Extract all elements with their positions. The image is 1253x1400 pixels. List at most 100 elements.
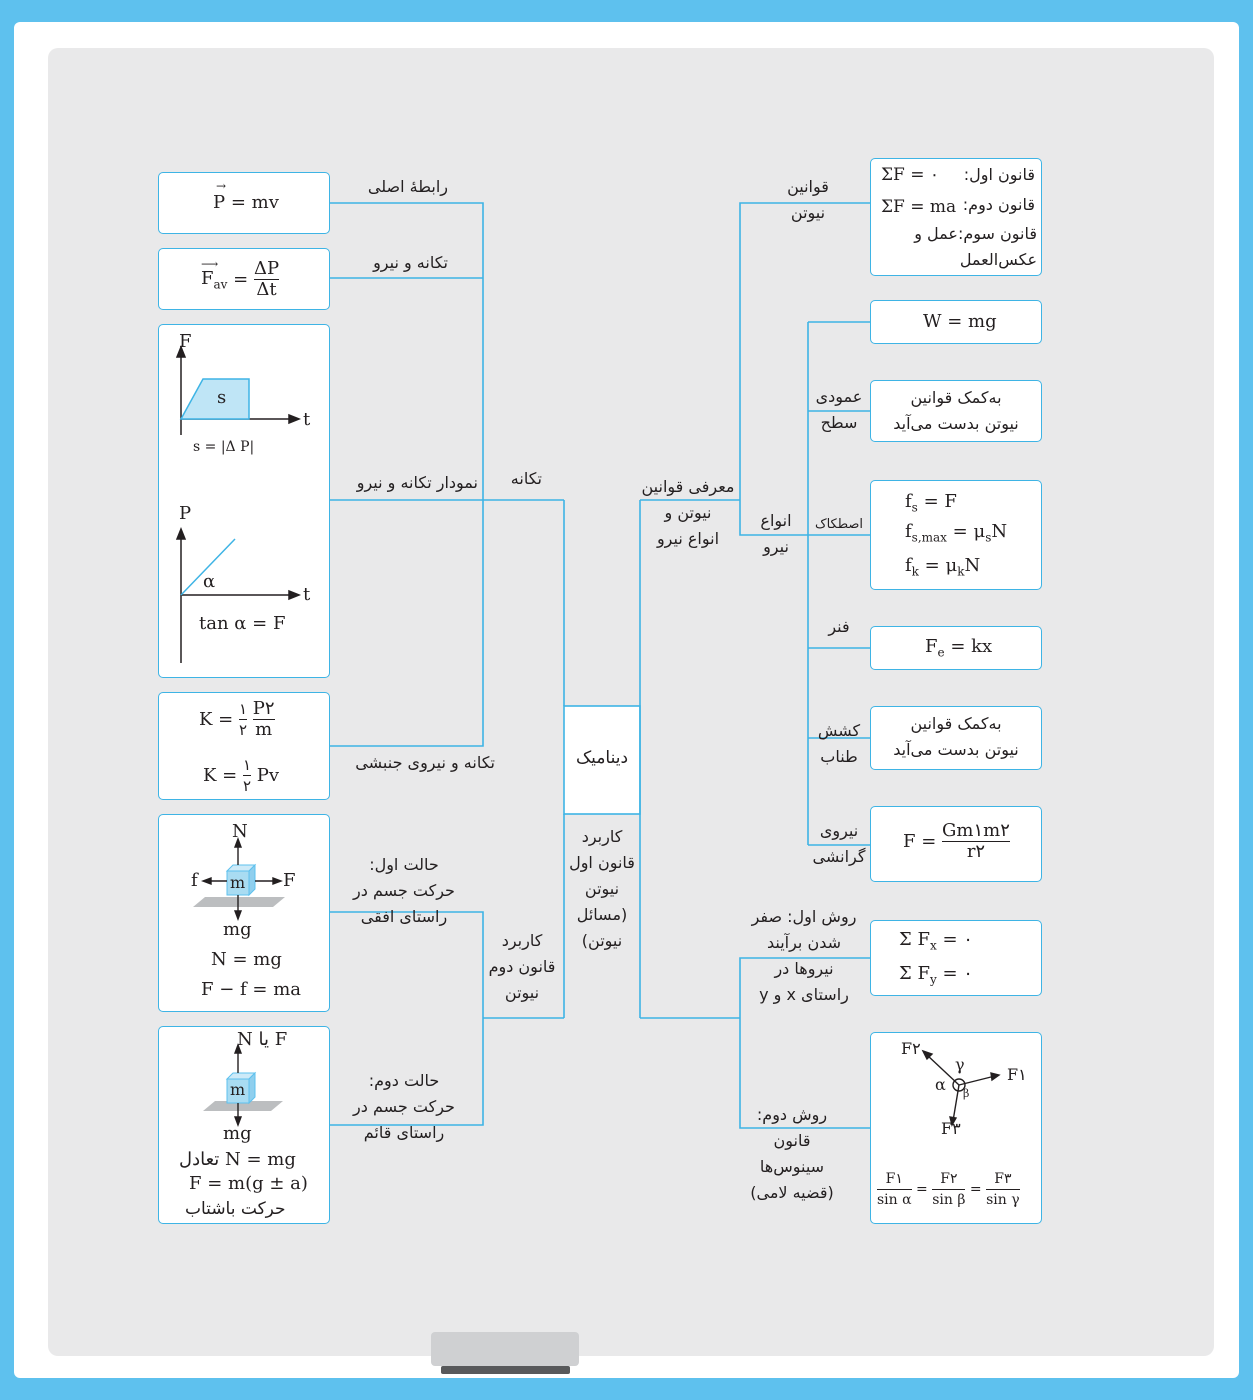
- label-impulse: تکانه: [510, 469, 542, 488]
- graph-tan-eq: tan α = F: [199, 613, 286, 634]
- grav-numerator: Gm۱m۲: [942, 820, 1010, 842]
- spring-F: F: [925, 636, 938, 657]
- label-apply-first-law: کاربرد قانون اول نیوتن (مسائل نیوتن): [569, 827, 635, 950]
- sum-x-zero: = ۰: [942, 929, 973, 950]
- graph-area-s: s: [217, 387, 227, 408]
- ke-half-num: ۱: [239, 700, 248, 720]
- sum-x: Σ F: [899, 929, 930, 950]
- v-eq-equilibrium: N = mg تعادل: [179, 1149, 296, 1170]
- label-impulse-graph: نمودار تکانه و نیرو: [356, 473, 478, 492]
- label-second-law: کاربرد قانون دوم نیوتن: [488, 931, 556, 1002]
- h-eq-motion: F − f = ma: [201, 979, 302, 1000]
- spring-rhs: = kx: [950, 636, 993, 657]
- lami-beta: β: [963, 1087, 970, 1100]
- momentum-symbol: P: [213, 192, 226, 213]
- normal-force-text: به‌کمک قوانین نیوتن بدست می‌آید: [893, 388, 1019, 433]
- law-second-label: قانون دوم:: [962, 195, 1035, 214]
- label-method-one: روش اول: صفر شدن برآیند نیروها در راستای…: [751, 907, 857, 1004]
- ke-K: K =: [199, 709, 234, 730]
- h-friction-label: f: [191, 870, 198, 891]
- law-third-text: قانون سوم:عمل و عکس‌العمل: [914, 224, 1037, 269]
- spring-box: Fe = kx: [870, 626, 1042, 670]
- label-intro-newton: معرفی قوانین نیوتن و انواع نیرو: [641, 477, 735, 548]
- label-tension: کشش طناب: [817, 721, 861, 766]
- impulse-graph-box: F t s s = |Δ P| P t α tan α = F: [158, 324, 330, 678]
- v-accelerated-label: حرکت باشتاب: [185, 1199, 286, 1219]
- h-force-label: F: [283, 870, 296, 891]
- ke-m: m: [255, 719, 273, 740]
- lami-num2: F۲: [932, 1169, 966, 1190]
- label-impulse-force: تکانه و نیرو: [373, 253, 448, 272]
- fav-symbol: F: [201, 267, 214, 289]
- sum-y-zero: = ۰: [942, 963, 973, 984]
- horizontal-block-diagram: [193, 837, 285, 921]
- vector-arrow-icon: →: [216, 179, 227, 193]
- ke-Pv: Pv: [256, 765, 280, 786]
- label-spring: فنر: [828, 617, 850, 636]
- h-weight-label: mg: [223, 919, 252, 940]
- label-main-relation: رابطهٔ اصلی: [367, 177, 448, 196]
- v-mass-label: m: [230, 1080, 246, 1099]
- fav-denominator: Δt: [256, 279, 277, 300]
- ke-half-num2: ۱: [243, 756, 252, 776]
- label-normal-force: عمودی سطح: [815, 387, 863, 432]
- fav-numerator: ΔP: [253, 258, 280, 280]
- grav-lhs: F =: [903, 831, 937, 852]
- equilibrium-box: Σ Fx = ۰ Σ Fy = ۰: [870, 920, 1042, 996]
- label-method-two: روش دوم: قانون سینوس‌ها (قضیه لامی): [750, 1105, 834, 1202]
- lami-alpha: α: [935, 1075, 946, 1094]
- weight-box: W = mg: [870, 300, 1042, 344]
- lami-F1: F۱: [1007, 1065, 1027, 1084]
- v-eq-motion: F = m(g ± a): [189, 1173, 308, 1194]
- lami-force-diagram: [921, 1049, 1001, 1127]
- ke-half-den: ۲: [239, 721, 248, 739]
- normal-force-box: به‌کمک قوانین نیوتن بدست می‌آید: [870, 380, 1042, 442]
- weight-eq: W = mg: [923, 311, 997, 332]
- sum-y: Σ F: [899, 963, 930, 984]
- ke-K2: K =: [203, 765, 238, 786]
- label-gravity: نیروی گرانشی: [812, 821, 866, 866]
- graph-axis-P: P: [179, 503, 192, 524]
- lami-gamma: γ: [955, 1055, 965, 1074]
- board-tray: [431, 1332, 579, 1366]
- lami-F2: F۲: [901, 1039, 921, 1058]
- graph-axis-t: t: [303, 409, 311, 430]
- h-normal-label: N: [232, 821, 248, 842]
- label-case-vertical: حالت دوم: حرکت جسم در راستای قائم: [353, 1071, 455, 1142]
- graph-axis-F: F: [179, 331, 192, 352]
- impulse-graph: [175, 344, 302, 663]
- tension-box: به‌کمک قوانین نیوتن بدست می‌آید: [870, 706, 1042, 770]
- newton-laws-box: قانون اول: ΣF = ۰ قانون دوم: ΣF = ma قان…: [870, 158, 1042, 276]
- tension-text: به‌کمک قوانین نیوتن بدست می‌آید: [893, 714, 1019, 759]
- vertical-block-diagram: [203, 1043, 283, 1127]
- law-first-eq: ΣF = ۰: [881, 165, 939, 185]
- spring-sub: e: [937, 645, 945, 660]
- lami-num1: F۱: [877, 1169, 912, 1190]
- graph-alpha: α: [203, 571, 216, 592]
- sum-x-sub: x: [929, 938, 937, 953]
- momentum-eq: = mv: [230, 192, 279, 213]
- sum-y-sub: y: [929, 972, 937, 987]
- horizontal-motion-box: N f F m mg N = mg F − f = ma: [158, 814, 330, 1012]
- momentum-box: → P = mv: [158, 172, 330, 234]
- v-weight-label: mg: [223, 1123, 252, 1144]
- vertical-motion-box: F یا N m mg N = mg تعادل F = m(g ± a) حر…: [158, 1026, 330, 1224]
- graph-axis-t2: t: [303, 584, 311, 605]
- board-tray-base: [441, 1366, 570, 1374]
- label-newton-laws: قوانین نیوتن: [787, 177, 829, 222]
- lami-F3: F۳: [941, 1119, 961, 1138]
- label-friction: اصطکاک: [814, 517, 864, 532]
- vector-arrow-icon: ⟶: [201, 256, 219, 271]
- lami-den2: sin β: [932, 1192, 966, 1208]
- ke-half-den2: ۲: [243, 777, 252, 795]
- friction-box: fs = F fs,max = μsN fk = μkN: [870, 480, 1042, 590]
- graph-s-eq: s = |Δ P|: [193, 439, 255, 455]
- lami-den3: sin γ: [986, 1192, 1020, 1208]
- fav-subscript: av: [213, 277, 228, 292]
- label-case-horizontal: حالت اول: حرکت جسم در راستای افقی: [353, 855, 455, 926]
- lami-den1: sin α: [877, 1192, 912, 1208]
